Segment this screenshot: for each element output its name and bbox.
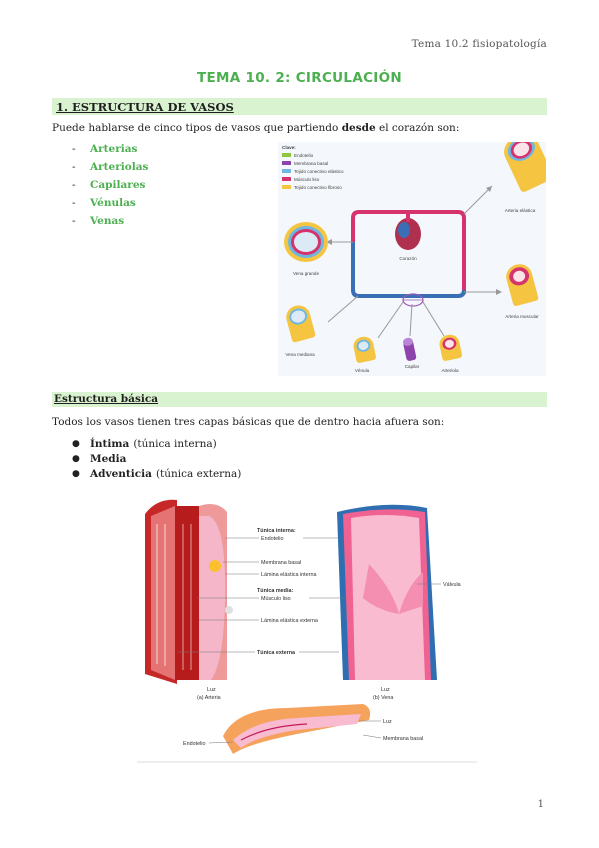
legend-swatch xyxy=(282,169,291,173)
label-vena-grande: Vena grande xyxy=(293,271,320,276)
section-heading-bar: 1. ESTRUCTURA DE VASOS xyxy=(52,98,547,115)
label-endotelio-c: Endotelio xyxy=(183,741,205,747)
venule-illustration xyxy=(353,336,376,363)
capillary-longitudinal xyxy=(223,704,371,754)
label-corazon: Corazón xyxy=(399,256,417,261)
legend-label: Músculo liso xyxy=(294,177,320,182)
legend-swatch xyxy=(282,153,291,157)
artery-cross-section xyxy=(145,499,233,684)
venous-path xyxy=(351,242,466,298)
legend-label: Tejido conectivo fibroso xyxy=(294,185,342,190)
label-vena: (b) Vena xyxy=(373,695,393,701)
layer-list: ●Íntima(túnica interna) ●Media ●Adventic… xyxy=(72,436,241,481)
layers-intro: Todos los vasos tienen tres capas básica… xyxy=(52,416,445,428)
list-item: ●Adventicia(túnica externa) xyxy=(72,467,242,480)
list-item: ●Media xyxy=(72,452,127,465)
vein-cross-section xyxy=(337,504,437,680)
legend-swatch xyxy=(282,185,291,189)
label-arteria: (a) Arteria xyxy=(197,695,221,701)
label-venula: Vénula xyxy=(355,368,370,373)
list-item: -Vénulas xyxy=(72,197,136,209)
large-vein-illustration xyxy=(284,222,328,262)
arterial-path xyxy=(351,210,466,294)
vessel-structure-diagram: Luz (a) Arteria Luz (b) Vena Túnica inte… xyxy=(137,499,477,763)
label-luz-c: Luz xyxy=(383,719,392,725)
subsection-heading: Estructura básica xyxy=(54,393,159,405)
arteriole-illustration xyxy=(439,334,462,361)
label-valvula: Válvula xyxy=(443,582,461,588)
legend-label: Tejido conectivo elástico xyxy=(294,169,344,174)
heart-icon xyxy=(395,214,421,250)
label-membrana-basal: Membrana basal xyxy=(261,560,301,566)
label-musculo-liso: Músculo liso xyxy=(261,596,291,602)
label-tunica-media: Túnica media: xyxy=(257,588,293,594)
label-capilar: Capilar xyxy=(405,364,420,369)
label-tunica-externa: Túnica externa xyxy=(257,650,296,656)
label-lamina-interna: Lámina elástica interna xyxy=(261,572,316,578)
legend-title: Clave: xyxy=(282,145,296,150)
intro-paragraph: Puede hablarse de cinco tipos de vasos q… xyxy=(52,122,459,134)
intro-text-pre: Puede hablarse de cinco tipos de vasos q… xyxy=(52,122,339,134)
page-number: 1 xyxy=(537,799,544,810)
label-endotelio: Endotelio xyxy=(261,536,283,542)
section-heading: 1. ESTRUCTURA DE VASOS xyxy=(56,100,234,114)
page-title: TEMA 10. 2: CIRCULACIÓN xyxy=(197,70,402,86)
legend-label: Endotelio xyxy=(294,153,314,158)
legend-label: Membrana basal xyxy=(294,161,328,166)
label-arteriola: Arteriola xyxy=(441,368,459,373)
subsection-heading-bar: Estructura básica xyxy=(52,392,547,407)
circulation-diagram: Clave: Endotelio Membrana basal Tejido c… xyxy=(278,142,546,376)
label-lamina-externa: Lámina elástica externa xyxy=(261,618,318,624)
muscular-artery-illustration xyxy=(506,264,539,307)
elastic-artery-illustration xyxy=(504,142,546,192)
label-luz-a: Luz xyxy=(207,687,216,693)
list-item: -Arteriolas xyxy=(72,161,149,173)
document-header: Tema 10.2 fisiopatología xyxy=(411,38,547,50)
intro-text-post: el corazón son: xyxy=(379,122,460,134)
label-vena-mediana: Vena mediana xyxy=(285,352,315,357)
intro-text-bold: desde xyxy=(341,122,376,134)
label-arteria-muscular: Arteria muscular xyxy=(505,314,539,319)
legend-swatch xyxy=(282,177,291,181)
legend-swatch xyxy=(282,161,291,165)
medium-vein-illustration xyxy=(286,305,316,343)
label-tunica-interna: Túnica interna: xyxy=(257,528,296,534)
list-item: -Capilares xyxy=(72,179,146,191)
vessel-type-list: -Arterias -Arteriolas -Capilares -Vénula… xyxy=(72,143,148,233)
list-item: ●Íntima(túnica interna) xyxy=(72,437,217,450)
list-item: -Venas xyxy=(72,215,125,227)
list-item: -Arterias xyxy=(72,143,138,155)
label-luz-b: Luz xyxy=(381,687,390,693)
label-membrana-basal-c: Membrana basal xyxy=(383,736,423,742)
capillary-illustration xyxy=(402,337,417,361)
label-arteria-elastica: Arteria elástica xyxy=(505,208,536,213)
